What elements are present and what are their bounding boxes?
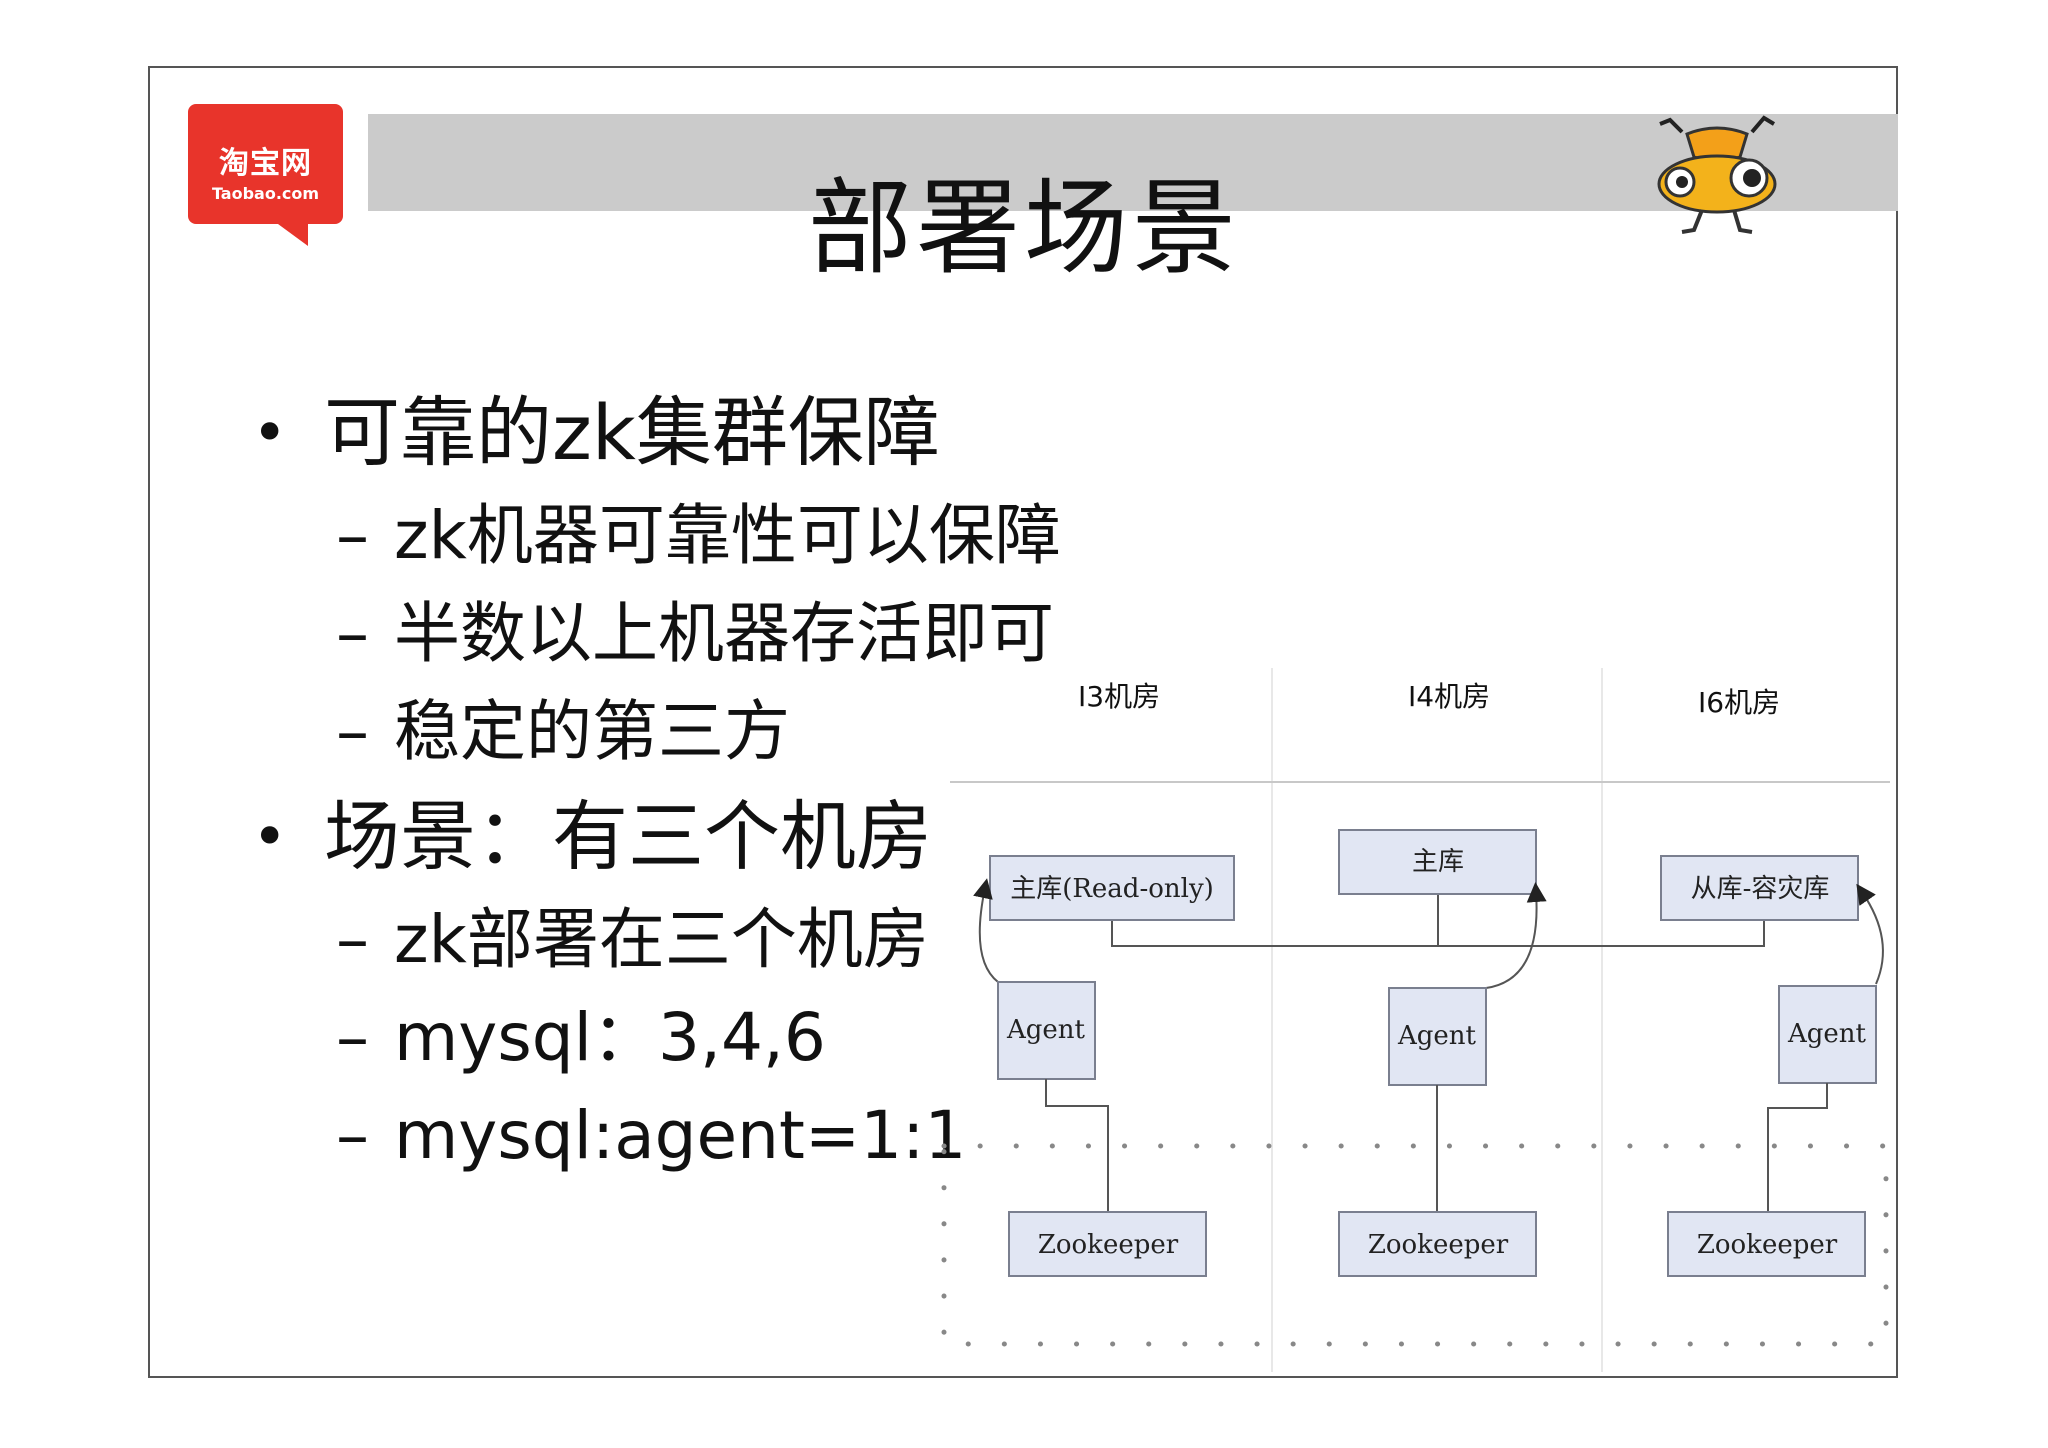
ant-mascot-icon <box>1657 115 1777 234</box>
sub-marker: – <box>336 595 369 672</box>
agent-db-arrow <box>1485 882 1547 989</box>
sub-marker: – <box>336 999 369 1076</box>
db-label: 主库 <box>1412 847 1464 877</box>
agent-zk-connector <box>1045 1079 1109 1212</box>
logo-text-cn: 淘宝网 <box>219 146 312 181</box>
agent-label: Agent <box>1787 1019 1867 1049</box>
agent-box-i3 <box>997 981 1096 1080</box>
sub-marker: – <box>336 497 369 574</box>
zookeeper-label: Zookeeper <box>1368 1230 1509 1260</box>
zookeeper-box-i6 <box>1667 1211 1866 1277</box>
title-band <box>368 114 1898 211</box>
sub-item: –zk机器可靠性可以保障 <box>336 496 1061 576</box>
logo-text-en: Taobao.com <box>211 184 320 203</box>
bullet-item-2: • 场景：有三个机房 <box>252 792 932 882</box>
agent-box-i6 <box>1778 985 1877 1084</box>
db-label: 主库(Read-only) <box>1010 874 1214 904</box>
agent-box-i4 <box>1388 987 1487 1086</box>
room-label-i4: I4机房 <box>1408 680 1490 713</box>
sub-text: 稳定的第三方 <box>394 693 790 770</box>
sub-text: mysql：3,4,6 <box>394 999 826 1076</box>
sub-marker: – <box>336 901 369 978</box>
bullet-text: 可靠的zk集群保障 <box>324 388 940 477</box>
agent-db-arrow <box>973 878 999 983</box>
agent-label: Agent <box>1397 1021 1477 1051</box>
zookeeper-label: Zookeeper <box>1697 1230 1838 1260</box>
slide-frame <box>148 66 1898 1378</box>
agent-db-arrow <box>1856 883 1884 985</box>
sub-item: –半数以上机器存活即可 <box>336 594 1054 674</box>
sub-text: mysql:agent=1:1 <box>394 1097 967 1174</box>
room-label-i6: I6机房 <box>1698 686 1780 719</box>
sub-marker: – <box>336 693 369 770</box>
sub-marker: – <box>336 1097 369 1174</box>
zookeeper-label: Zookeeper <box>1038 1230 1179 1260</box>
zookeeper-box-i3 <box>1008 1211 1207 1277</box>
zookeeper-box-i4 <box>1338 1211 1537 1277</box>
db-box-standby <box>1660 855 1859 921</box>
bullet-item-1: • 可靠的zk集群保障 <box>252 388 940 478</box>
bullet-marker: • <box>252 398 288 468</box>
sub-text: zk部署在三个机房 <box>394 901 929 978</box>
sub-item: –zk部署在三个机房 <box>336 900 929 980</box>
sub-item: –mysql:agent=1:1 <box>336 1096 966 1176</box>
agent-zk-connector <box>1767 1083 1828 1212</box>
sub-text: 半数以上机器存活即可 <box>394 595 1054 672</box>
page-title: 部署场景 <box>807 167 1240 289</box>
sub-text: zk机器可靠性可以保障 <box>394 497 1061 574</box>
agent-label: Agent <box>1006 1015 1086 1045</box>
taobao-logo: 淘宝网 Taobao.com <box>188 104 343 246</box>
sub-item: –mysql：3,4,6 <box>336 998 826 1078</box>
zk-cluster-boundary <box>941 1143 1889 1347</box>
sub-item: –稳定的第三方 <box>336 692 790 772</box>
bullet-marker: • <box>252 802 288 872</box>
bullet-text: 场景：有三个机房 <box>324 792 932 881</box>
db-label: 从库-容灾库 <box>1691 874 1830 904</box>
room-label-i3: I3机房 <box>1078 680 1160 713</box>
db-box-master <box>1338 829 1537 895</box>
